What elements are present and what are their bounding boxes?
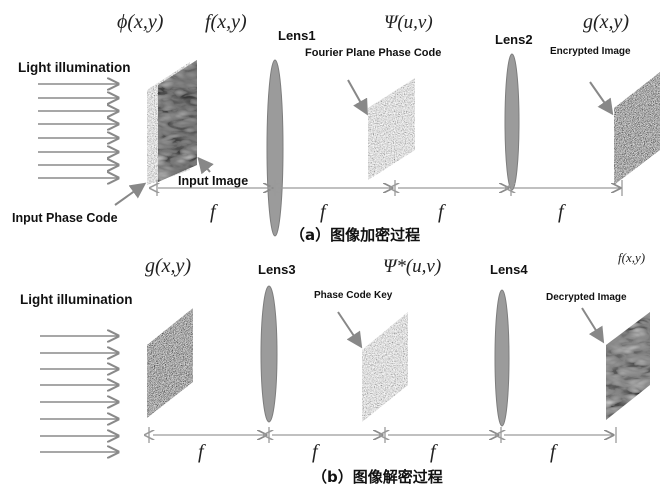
lens2 — [504, 53, 520, 191]
fourier-plane-pointer — [347, 79, 368, 116]
lens2-label: Lens2 — [495, 32, 533, 47]
decrypted-image-label: Decrypted Image — [546, 292, 627, 303]
input-image-pointer — [197, 156, 214, 175]
light-rays-a — [38, 84, 118, 178]
phase-key-pointer — [337, 311, 363, 349]
panel-b-decryption: g(x,y) Lens3 Ψ*(u,v) Lens4 f(x,y) Phase … — [20, 250, 650, 486]
distance-markers-a: f f f f — [157, 180, 623, 223]
encrypted-function-label: g(x,y) — [583, 11, 629, 33]
input-image-label: Input Image — [178, 174, 248, 188]
lens4 — [494, 289, 510, 427]
distance-f-4: f — [558, 201, 566, 223]
distance-f-5: f — [198, 441, 206, 463]
caption-b: （b）图像解密过程 — [312, 468, 443, 486]
lens3 — [260, 285, 278, 423]
encrypted-input-plane — [147, 308, 193, 418]
distance-f-1: f — [210, 201, 218, 223]
light-illumination-label-b: Light illumination — [20, 292, 132, 307]
psi-conjugate-label: Ψ*(u,v) — [383, 256, 441, 277]
decrypted-image-plane — [606, 312, 650, 420]
distance-f-3: f — [438, 201, 446, 223]
fourier-phase-plane — [368, 78, 415, 180]
panel-a-encryption: ϕ(x,y) f(x,y) Lens1 Ψ(u,v) Lens2 g(x,y) … — [12, 11, 660, 244]
encrypted-image-label: Encrypted Image — [550, 46, 631, 57]
lens1 — [266, 59, 284, 237]
psi-label: Ψ(u,v) — [384, 12, 433, 33]
lens1-label: Lens1 — [278, 28, 316, 43]
lens3-label: Lens3 — [258, 262, 296, 277]
encrypted-function-label-b: g(x,y) — [145, 255, 191, 277]
fourier-plane-label: Fourier Plane Phase Code — [305, 47, 441, 59]
encrypted-image-plane — [614, 72, 660, 185]
distance-f-8: f — [550, 441, 558, 463]
distance-f-6: f — [312, 441, 320, 463]
phase-code-key-plane — [362, 312, 408, 422]
encrypted-image-pointer — [589, 81, 614, 116]
caption-a: （a）图像加密过程 — [290, 226, 420, 244]
light-illumination-label: Light illumination — [18, 60, 130, 75]
input-image-plane — [158, 60, 197, 182]
distance-f-2: f — [320, 201, 328, 223]
phi-label: ϕ(x,y) — [117, 11, 164, 33]
distance-f-7: f — [430, 441, 438, 463]
distance-markers-b: f f f f — [149, 427, 617, 463]
input-phase-code-label: Input Phase Code — [12, 211, 118, 225]
output-function-label: f(x,y) — [618, 250, 645, 265]
decrypted-image-pointer — [581, 307, 605, 344]
input-phase-pointer — [114, 182, 147, 206]
light-rays-b — [40, 336, 118, 452]
phase-code-key-label: Phase Code Key — [314, 290, 393, 301]
lens4-label: Lens4 — [490, 262, 528, 277]
input-function-label: f(x,y) — [205, 11, 247, 33]
